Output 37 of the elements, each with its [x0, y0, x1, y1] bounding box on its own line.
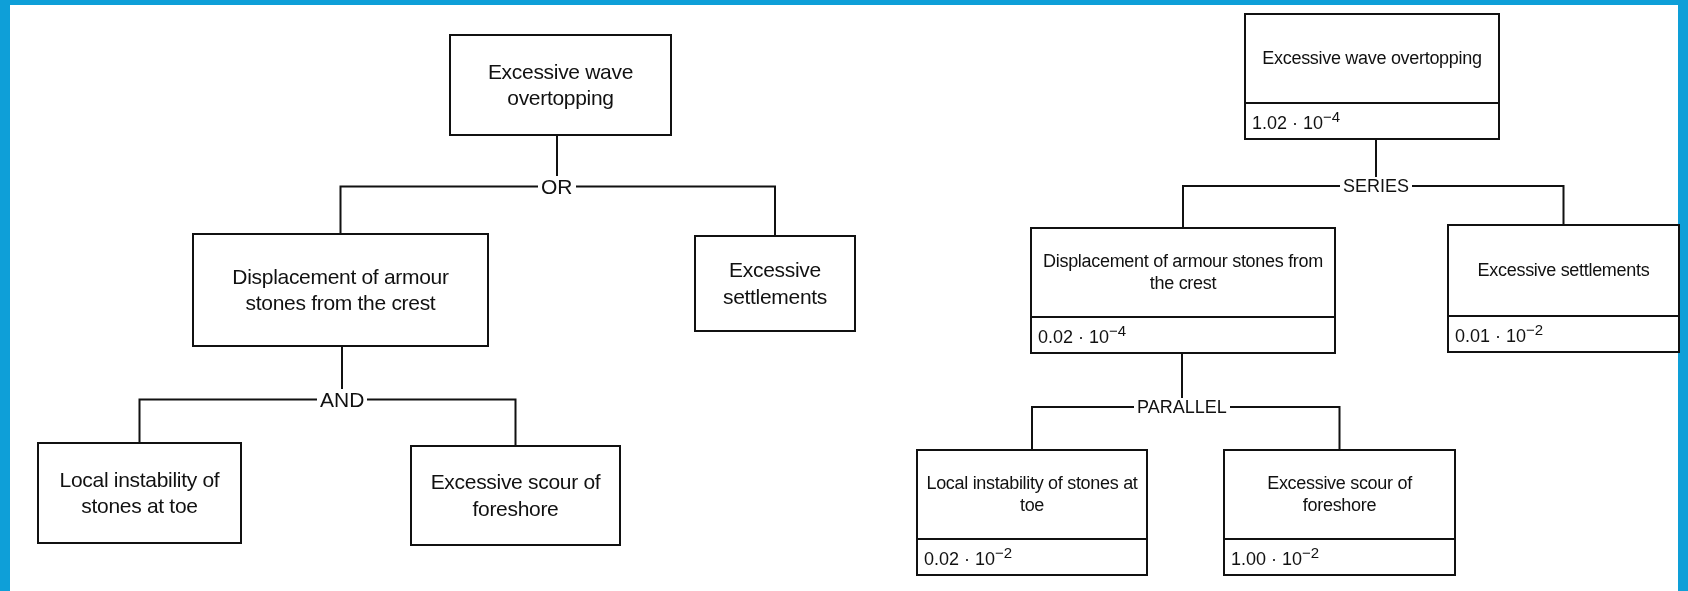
connector-line [556, 135, 558, 177]
event-label: Excessive wave overtopping [1261, 47, 1483, 71]
event-box [1244, 13, 1500, 140]
event-box [449, 34, 672, 136]
connector-line [1031, 406, 1135, 450]
event-box [1447, 224, 1680, 353]
event-box [694, 235, 856, 332]
probability-value: 0.01 · 10$^{−2}$ [1449, 314, 1678, 351]
connector-line [339, 185, 539, 234]
connector-line [575, 185, 776, 236]
event-label: Displacement of armour stones from the crest [231, 263, 450, 316]
connector-line [138, 398, 318, 443]
event-box [1223, 449, 1456, 576]
event-label: Excessive settlements [721, 257, 829, 310]
event-label: Local instability of stones at toe [925, 471, 1139, 518]
event-label: Local instability of stones at toe [58, 466, 221, 519]
probability-value: 0.02 · 10$^{−4}$ [1032, 315, 1334, 352]
event-label: Excessive wave overtopping [486, 58, 635, 111]
event-box [916, 449, 1148, 576]
event-label: Excessive scour of foreshore [429, 469, 602, 522]
connector-line [1181, 353, 1183, 399]
connector-line [1229, 406, 1341, 450]
event-box [410, 445, 621, 546]
event-box [1030, 227, 1336, 354]
connector-line [1182, 185, 1341, 228]
connector-line [366, 398, 517, 446]
probability-value: 0.02 · 10$^{−2}$ [918, 537, 1146, 574]
connector-line [1375, 139, 1377, 178]
event-label: Excessive scour of foreshore [1266, 471, 1414, 518]
connector-line [341, 346, 343, 390]
event-box [192, 233, 489, 347]
event-label: Excessive settlements [1476, 259, 1651, 283]
probability-value: 1.02 · 10$^{−4}$ [1246, 101, 1498, 138]
connector-line [1411, 185, 1565, 225]
probability-value: 1.00 · 10$^{−2}$ [1225, 537, 1454, 574]
event-box [37, 442, 242, 544]
event-label: Displacement of armour stones from the crest [1042, 249, 1324, 296]
